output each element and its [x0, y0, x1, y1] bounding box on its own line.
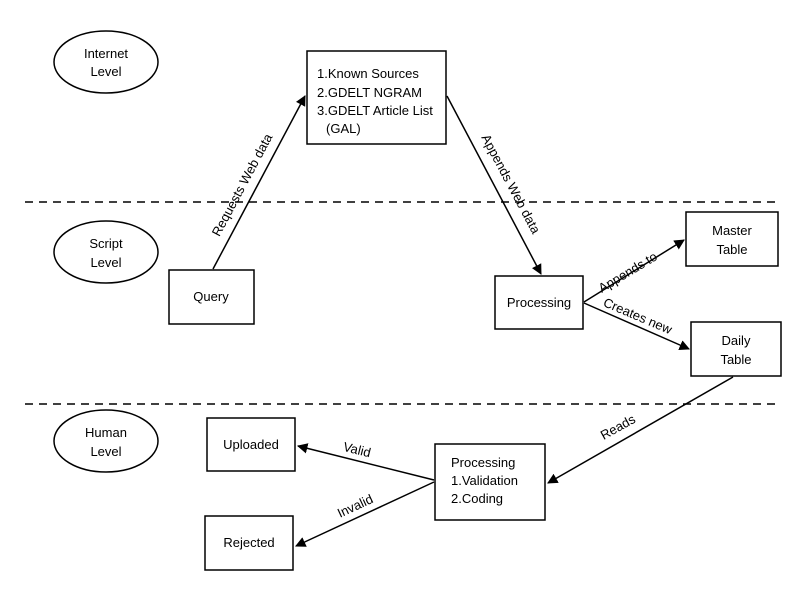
node-uploaded: Uploaded: [206, 417, 296, 472]
node-query: Query: [168, 269, 255, 325]
edge-sources-to-processing: [446, 95, 542, 275]
edge-label-requests-web-data: Requests Web data: [209, 130, 276, 238]
master-table-line2: Table: [716, 242, 747, 257]
edge-label-reads: Reads: [598, 411, 639, 443]
sources-item-3: 3.GDELT Article List: [317, 103, 433, 118]
edge-query-to-sources: [212, 95, 306, 270]
edge-label-valid: Valid: [342, 439, 373, 460]
sources-item-2: 2.GDELT NGRAM: [317, 85, 422, 100]
node-sources: 1.Known Sources 2.GDELT NGRAM 3.GDELT Ar…: [306, 50, 447, 145]
edge-label-appends-web-data: Appends Web data: [478, 132, 543, 237]
level-human-line2: Level: [90, 444, 121, 459]
uploaded-label: Uploaded: [223, 437, 279, 452]
query-label: Query: [193, 289, 229, 304]
level-script-line2: Level: [90, 255, 121, 270]
level-human-line1: Human: [85, 425, 127, 440]
level-script-line1: Script: [89, 236, 123, 251]
level-script: Script Level: [53, 220, 159, 284]
level-human: Human Level: [53, 409, 159, 473]
node-daily-table: Daily Table: [690, 321, 782, 377]
master-table-line1: Master: [712, 223, 752, 238]
daily-table-line2: Table: [720, 352, 751, 367]
edge-processing-to-daily: [583, 302, 690, 351]
daily-table-line1: Daily: [722, 333, 751, 348]
level-internet-line2: Level: [90, 64, 121, 79]
processing-script-label: Processing: [507, 295, 571, 310]
edge-daily-to-processing-human: [547, 376, 734, 484]
node-processing-script: Processing: [494, 275, 584, 330]
processing-human-title: Processing: [451, 455, 515, 470]
level-internet-line1: Internet: [84, 46, 128, 61]
level-internet: Internet Level: [53, 30, 159, 94]
edge-label-appends-to: Appends to: [596, 249, 660, 296]
edge-processing-to-uploaded: [296, 443, 435, 481]
sources-item-1: 1.Known Sources: [317, 66, 419, 81]
rejected-label: Rejected: [223, 535, 274, 550]
sources-item-3-cont: (GAL): [326, 121, 361, 136]
edge-label-invalid: Invalid: [335, 491, 375, 520]
node-rejected: Rejected: [204, 515, 294, 571]
node-processing-human: Processing 1.Validation 2.Coding: [434, 443, 546, 521]
edge-processing-to-master: [583, 239, 685, 303]
node-master-table: Master Table: [685, 211, 779, 267]
processing-human-step-1: 1.Validation: [451, 473, 518, 488]
processing-human-step-2: 2.Coding: [451, 491, 503, 506]
edge-processing-to-rejected: [295, 481, 435, 547]
